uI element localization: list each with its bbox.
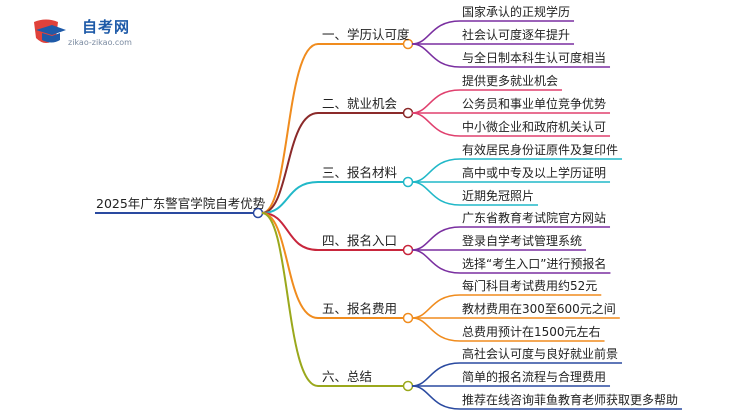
leaf-connector — [411, 112, 461, 137]
leaf-label: 选择“考生入口”进行预报名 — [462, 257, 607, 271]
leaf-label: 教材费用在300至600元之间 — [462, 302, 616, 316]
branch-node-dot — [402, 312, 414, 324]
leaf-connector — [411, 20, 461, 45]
branch-label: 五、报名费用 — [322, 301, 398, 316]
branch-label: 一、学历认可度 — [322, 27, 410, 42]
logo-shield-icon — [34, 19, 66, 43]
leaf-label: 中小微企业和政府机关认可 — [462, 120, 607, 134]
branch-node-dot — [402, 176, 414, 188]
logo-url: zikao-zikao.com — [68, 38, 132, 47]
leaf-connector — [411, 317, 461, 342]
leaf-connector — [411, 385, 461, 410]
site-logo[interactable]: 自考网 zikao-zikao.com — [28, 16, 138, 52]
leaf-label: 国家承认的正规学历 — [462, 5, 571, 19]
branch-node-dot — [402, 107, 414, 119]
branch-connector — [261, 112, 319, 214]
branch-connector — [261, 181, 319, 214]
leaf-label: 社会认可度逐年提升 — [462, 28, 571, 42]
leaf-connector — [411, 362, 461, 387]
root-label: 2025年广东警官学院自考优势 — [96, 196, 266, 211]
leaf-label: 总费用预计在1500元左右 — [462, 325, 601, 339]
leaf-label: 推荐在线咨询菲鱼教育老师获取更多帮助 — [462, 393, 679, 407]
leaf-connector — [411, 89, 461, 114]
leaf-connector — [411, 158, 461, 183]
leaf-connector — [411, 294, 461, 319]
logo-title: 自考网 — [82, 18, 131, 36]
branch-connector — [261, 43, 319, 214]
leaf-label: 与全日制本科生认可度相当 — [462, 51, 607, 65]
leaf-label: 高中或中专及以上学历证明 — [462, 166, 607, 180]
leaf-connector — [411, 43, 461, 68]
leaf-label: 广东省教育考试院官方网站 — [462, 211, 607, 225]
leaf-connector — [411, 249, 461, 274]
branch-node-dot — [402, 380, 414, 392]
leaf-label: 登录自学考试管理系统 — [462, 234, 583, 248]
branch-connector — [261, 212, 319, 387]
branch-connector — [261, 212, 319, 251]
leaf-label: 提供更多就业机会 — [462, 74, 559, 88]
leaf-connector — [411, 226, 461, 251]
branch-label: 二、就业机会 — [322, 96, 398, 111]
branch-label: 三、报名材料 — [322, 165, 398, 180]
leaf-connector — [411, 181, 461, 206]
leaf-label: 简单的报名流程与合理费用 — [462, 370, 607, 384]
leaf-label: 每门科目考试费用约52元 — [462, 279, 598, 293]
leaf-label: 高社会认可度与良好就业前景 — [462, 347, 619, 361]
leaf-label: 有效居民身份证原件及复印件 — [462, 143, 619, 157]
branch-node-dot — [402, 244, 414, 256]
leaf-label: 近期免冠照片 — [462, 189, 535, 203]
leaf-label: 公务员和事业单位竞争优势 — [462, 97, 607, 111]
branch-connector — [261, 212, 319, 319]
branch-label: 四、报名入口 — [322, 233, 398, 248]
branch-label: 六、总结 — [322, 369, 373, 384]
